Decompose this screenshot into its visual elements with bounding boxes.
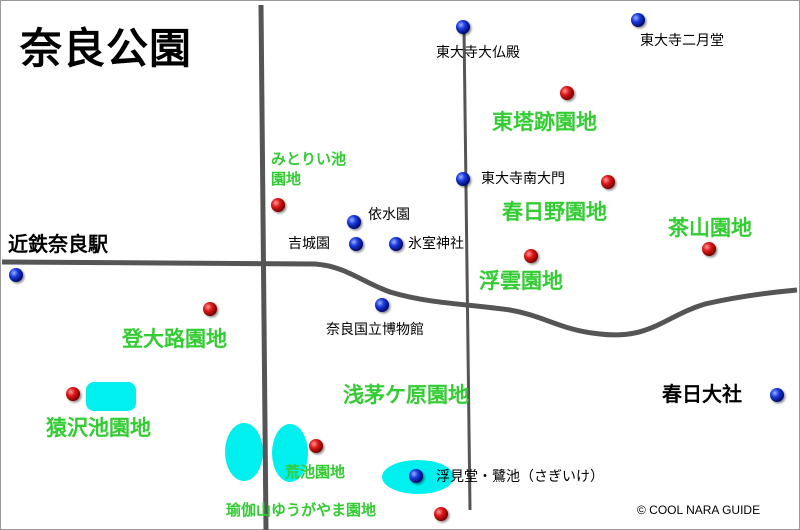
road-vertical-west: [258, 4, 269, 530]
kasugano-label[interactable]: 春日野園地: [502, 200, 607, 224]
totoseki-label[interactable]: 東塔跡園地: [492, 110, 597, 134]
kasuga-taisha-marker[interactable]: [770, 388, 784, 402]
araike-pond-east: [272, 424, 308, 482]
midorii-label-line1[interactable]: みとりい池: [271, 150, 347, 168]
yugayama-marker[interactable]: [434, 507, 448, 521]
yoshikien-marker[interactable]: [349, 237, 363, 251]
ukimido-marker[interactable]: [409, 469, 423, 483]
chazan-marker[interactable]: [702, 242, 716, 256]
map-title: 奈良公園: [20, 24, 193, 73]
nandaimon-label[interactable]: 東大寺南大門: [481, 171, 565, 187]
ukigumo-marker[interactable]: [524, 249, 538, 263]
totoseki-marker[interactable]: [560, 86, 574, 100]
araike-pond-west: [225, 423, 263, 481]
asajigahara-label[interactable]: 浅茅ケ原園地: [343, 383, 469, 407]
isuien-label[interactable]: 依水園: [368, 207, 410, 223]
himuro-marker[interactable]: [389, 237, 403, 251]
kasuga-taisha-label[interactable]: 春日大社: [662, 382, 742, 406]
daibutsuden-label[interactable]: 東大寺大仏殿: [436, 45, 520, 61]
museum-marker[interactable]: [375, 298, 389, 312]
road-vertical-east: [462, 27, 472, 511]
kintetsu-label[interactable]: 近鉄奈良駅: [8, 232, 108, 256]
ukigumo-label[interactable]: 浮雲園地: [479, 269, 563, 293]
midorii-marker[interactable]: [271, 198, 285, 212]
isuien-marker[interactable]: [347, 215, 361, 229]
daibutsuden-marker[interactable]: [456, 20, 470, 34]
sarusawa-pond: [86, 382, 136, 411]
nigatsudo-label[interactable]: 東大寺二月堂: [640, 33, 724, 49]
yugayama-label[interactable]: 瑜伽山ゆうがやま園地: [226, 501, 377, 519]
kintetsu-marker[interactable]: [9, 268, 23, 282]
himuro-label[interactable]: 氷室神社: [408, 236, 464, 252]
sarusawa-marker[interactable]: [66, 387, 80, 401]
araike-label[interactable]: 荒池園地: [285, 463, 346, 481]
nigatsudo-marker[interactable]: [631, 13, 645, 27]
kasugano-marker[interactable]: [601, 175, 615, 189]
road-horizontal: [1, 259, 798, 338]
nandaimon-marker[interactable]: [456, 172, 470, 186]
yoshikien-label[interactable]: 吉城園: [288, 236, 330, 252]
noboriooji-marker[interactable]: [203, 302, 217, 316]
araike-marker[interactable]: [309, 439, 323, 453]
midorii-label-line2[interactable]: 園地: [271, 170, 302, 188]
sarusawa-label[interactable]: 猿沢池園地: [46, 416, 151, 440]
ukimido-label[interactable]: 浮見堂・鷺池（さぎいけ）: [436, 469, 604, 485]
chazan-label[interactable]: 茶山園地: [668, 216, 752, 240]
noboriooji-label[interactable]: 登大路園地: [122, 327, 227, 351]
copyright-text: © COOL NARA GUIDE: [637, 503, 761, 517]
museum-label[interactable]: 奈良国立博物館: [326, 322, 424, 338]
